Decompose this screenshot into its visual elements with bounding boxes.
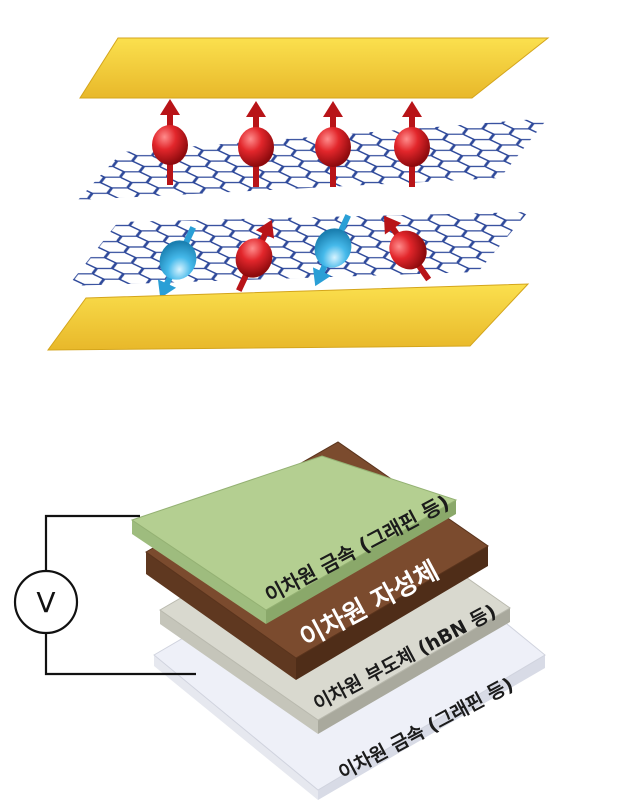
spin-tilted-arrow-icon: [312, 214, 352, 287]
spin-up-arrow-icon: [394, 101, 430, 187]
spin-up-arrow-icon: [238, 101, 274, 187]
voltmeter-symbol: V: [36, 586, 55, 619]
layer-stack: 이차원 금속 (그래핀 등) 이차원 자성체 이차원 부도체 (hBN 등) 이…: [130, 441, 546, 800]
voltmeter-circuit: V: [13, 514, 196, 676]
spin-tilted-arrow-icon: [383, 215, 432, 282]
circuit-wire-top: [44, 514, 140, 572]
spin-tilted-arrow-icon: [235, 219, 275, 292]
top-schematic: [47, 37, 550, 351]
spin-tilted-arrow-icon: [157, 226, 197, 299]
spin-up-arrow-icon: [315, 101, 351, 187]
spin-up-arrow-icon: [152, 99, 188, 185]
upper-lattice: [78, 118, 548, 200]
bottom-electrode: [47, 283, 530, 351]
layer-metal-top: [130, 455, 458, 624]
upper-spins: [152, 99, 430, 187]
lower-spins: [157, 214, 432, 299]
top-electrode: [79, 37, 550, 99]
voltmeter-icon: V: [13, 569, 79, 635]
lower-lattice: [68, 212, 528, 286]
circuit-wire-bottom: [44, 632, 196, 676]
